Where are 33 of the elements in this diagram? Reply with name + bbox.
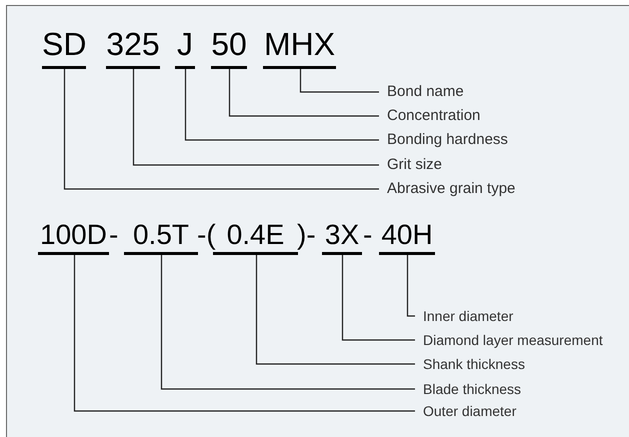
leader-line: [342, 255, 415, 341]
separator-text: )-: [297, 218, 316, 252]
description-text: Grit size: [379, 155, 529, 175]
leader-line: [132, 69, 379, 166]
code-segment: 100D: [38, 218, 109, 255]
description-text: Bond name: [379, 82, 529, 102]
description-text: Diamond layer measurement: [415, 330, 620, 350]
code-segment: 325: [106, 22, 160, 69]
separator-text: -(: [197, 218, 216, 252]
description-text: Bonding hardness: [379, 130, 549, 150]
code-segment: 50: [211, 22, 247, 69]
description-text: Abrasive grain type: [379, 179, 554, 199]
leader-line: [406, 255, 415, 317]
leader-line: [184, 69, 379, 141]
code-segment: J: [175, 22, 195, 69]
leader-line: [160, 255, 415, 390]
description-text: Blade thickness: [415, 379, 565, 399]
leader-line: [300, 69, 379, 93]
separator-text: -: [109, 218, 118, 252]
code-segment: 40H: [379, 218, 435, 255]
separator-text: -: [363, 218, 372, 252]
code-segment: 0.5T: [124, 218, 198, 255]
description-text: Outer diameter: [415, 401, 565, 421]
description-text: Inner diameter: [415, 306, 565, 326]
code-segment: 3X: [322, 218, 362, 255]
leader-line: [64, 69, 379, 190]
code-segment: MHX: [263, 22, 336, 69]
leader-line: [74, 255, 415, 412]
description-text: Shank thickness: [415, 354, 565, 374]
code-segment: SD: [42, 22, 86, 69]
leader-line: [256, 255, 415, 365]
leader-line: [228, 69, 379, 117]
description-text: Concentration: [379, 106, 529, 126]
